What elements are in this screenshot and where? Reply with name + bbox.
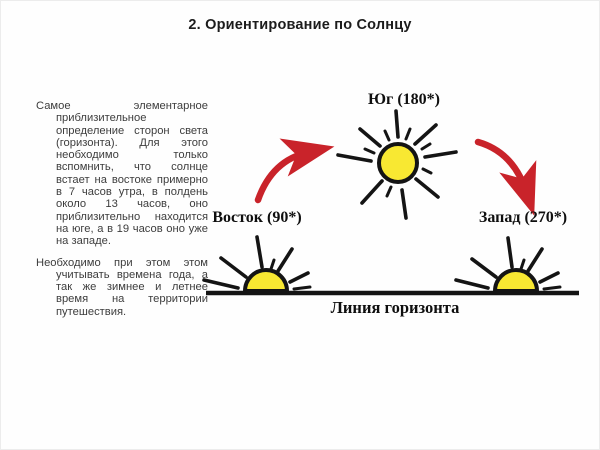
curved-arrow-east-to-south [254, 138, 335, 204]
sun-icon-south [336, 109, 458, 220]
paragraph-sun-positions: Самое элементарное приблизительное опред… [36, 100, 208, 248]
text-panel: Самое элементарное приблизительное опред… [36, 100, 208, 327]
sunset-icon-west [454, 236, 562, 293]
label-west: Запад (270*) [478, 209, 568, 226]
paragraph-seasons-note: Необходимо при этом этом учитывать време… [36, 256, 208, 318]
curved-arrow-south-to-west [474, 138, 537, 216]
label-south: Юг (180*) [368, 91, 440, 108]
label-horizon: Линия горизонта [330, 298, 460, 317]
page-title: 2. Ориентирование по Солнцу [188, 17, 412, 33]
sunrise-icon-east [202, 235, 312, 293]
label-east: Восток (90*) [212, 209, 302, 226]
